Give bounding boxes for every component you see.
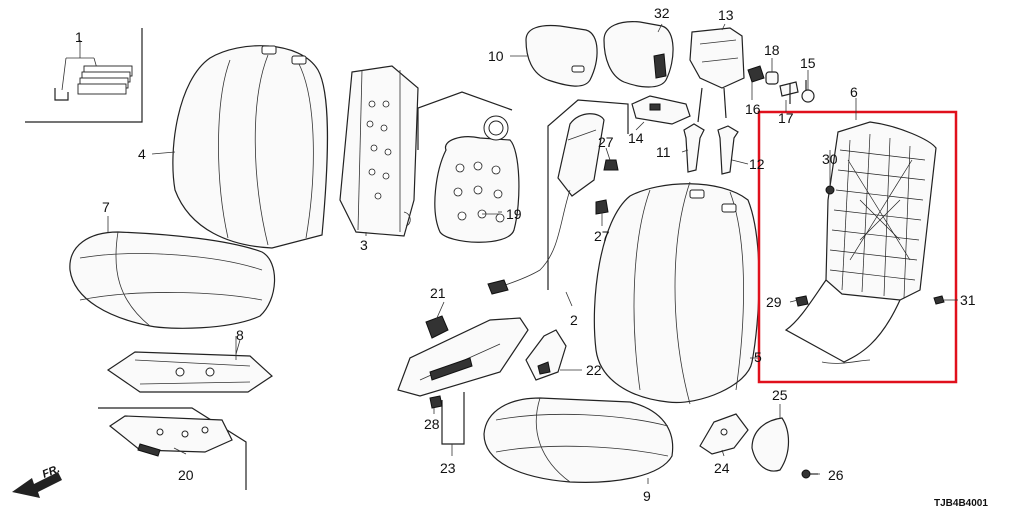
part-22-bracket (525, 329, 567, 381)
callout-17: 17 (778, 110, 794, 126)
part-9-cushion-cover (483, 397, 674, 483)
callout-30: 30 (822, 151, 838, 167)
part-17-bolt (779, 81, 799, 104)
part-12-guide (717, 125, 739, 175)
part-18-clip (765, 71, 779, 85)
callout-26: 26 (828, 467, 844, 483)
callout-8: 8 (236, 327, 244, 343)
part-10-headrest (525, 24, 598, 87)
part-23-side-trim (397, 317, 529, 445)
callout-7: 7 (102, 199, 110, 215)
part-1-clips (25, 28, 143, 123)
part-21-knob (425, 315, 449, 339)
callout-24: 24 (714, 460, 730, 476)
callout-29: 29 (766, 294, 782, 310)
callout-6: 6 (850, 84, 858, 100)
part-24-bracket (699, 413, 749, 455)
callout-32: 32 (654, 5, 670, 21)
part-5-seatback-cover (593, 181, 760, 405)
part-11-guide (683, 123, 705, 173)
part-32-headrest (603, 21, 674, 88)
part-2-side-airbag (487, 99, 629, 295)
callout-3: 3 (360, 237, 368, 253)
callout-12: 12 (749, 156, 765, 172)
diagram-code: TJB4B4001 (934, 498, 988, 509)
callout-27b: 27 (594, 228, 610, 244)
callout-21: 21 (430, 285, 446, 301)
callout-5: 5 (754, 349, 762, 365)
callout-22: 22 (586, 362, 602, 378)
front-arrow-icon (12, 472, 62, 498)
callout-2: 2 (570, 312, 578, 328)
part-19-back-panel (417, 91, 520, 243)
leader-lines (107, 23, 958, 484)
callout-23: 23 (440, 460, 456, 476)
part-7-cushion-cover (69, 231, 276, 329)
part-28-clip (429, 395, 443, 409)
callout-31: 31 (960, 292, 976, 308)
callout-14: 14 (628, 130, 644, 146)
highlight-box (757, 110, 958, 384)
part-16-clip (747, 65, 765, 83)
callout-15: 15 (800, 55, 816, 71)
callout-13: 13 (718, 7, 734, 23)
part-13-headrest-frame (689, 27, 745, 123)
part-3-back-pad (339, 65, 419, 237)
callout-9: 9 (643, 488, 651, 504)
callout-19: 19 (506, 206, 522, 222)
callout-25: 25 (772, 387, 788, 403)
part-15-bolt (801, 80, 815, 103)
callout-28: 28 (424, 416, 440, 432)
callout-18: 18 (764, 42, 780, 58)
callout-labels: 1 2 3 4 5 6 7 8 9 10 11 12 13 14 15 16 1… (75, 5, 976, 504)
part-4-seatback-cover (172, 45, 329, 249)
part-25-cover (751, 417, 790, 472)
part-27-nuts (595, 159, 619, 215)
callout-4: 4 (138, 146, 146, 162)
callout-16: 16 (745, 101, 761, 117)
part-6-seatback-frame-group (757, 110, 958, 384)
callout-11: 11 (656, 144, 671, 160)
callout-1: 1 (75, 29, 83, 45)
part-20-cushion-frame (98, 407, 247, 490)
part-8-cushion-pad (106, 336, 273, 393)
part-14-guide (631, 95, 691, 125)
callout-10: 10 (488, 48, 504, 64)
callout-20: 20 (178, 467, 194, 483)
callout-27a: 27 (598, 134, 614, 150)
